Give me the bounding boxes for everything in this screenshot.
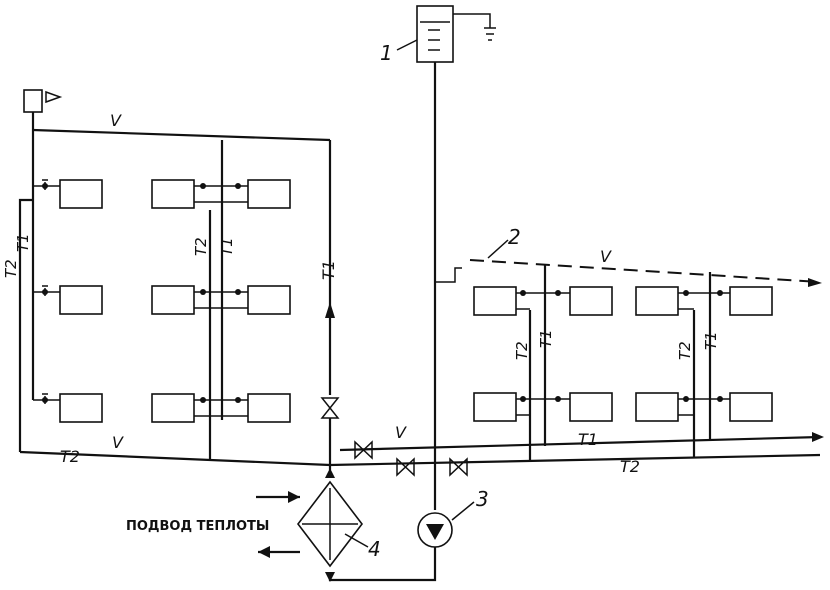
label-t1-col1: T1 xyxy=(14,233,32,252)
radiators-left-col-b xyxy=(151,179,222,423)
valve-return-1 xyxy=(396,457,415,477)
expansion-tank xyxy=(416,5,496,63)
supply-main-right xyxy=(339,435,821,452)
slope-mark-top-left: V xyxy=(110,111,122,130)
label-t1-right: T1 xyxy=(578,430,598,449)
return-main-left xyxy=(19,450,331,467)
radiators-left-col-a xyxy=(33,179,103,423)
valve-dots-right xyxy=(520,290,723,402)
label-t1-col2: T1 xyxy=(218,237,236,256)
supply-main-left xyxy=(32,128,331,142)
label-t2-right-1: T2 xyxy=(513,341,531,360)
label-t2-right: T2 xyxy=(620,457,640,476)
label-2: 2 xyxy=(508,225,521,249)
radiators-right xyxy=(473,286,773,422)
slope-mark-return-left: V xyxy=(112,433,124,452)
valve-return-2 xyxy=(449,457,468,477)
label-4: 4 xyxy=(368,537,381,561)
leader-1 xyxy=(396,39,418,51)
label-t1-right-2: T1 xyxy=(702,331,720,350)
valve-left-riser xyxy=(320,397,340,419)
pump-to-exchanger xyxy=(328,547,437,582)
label-3: 3 xyxy=(476,487,489,511)
valve-dots-left xyxy=(42,183,241,403)
label-t2-return-left: T2 xyxy=(60,447,80,466)
label-1: 1 xyxy=(380,41,393,65)
slope-mark-air: V xyxy=(600,247,612,266)
label-t1-right-1: T1 xyxy=(537,329,555,348)
air-vessel-left xyxy=(23,89,63,113)
label-t2-col2: T2 xyxy=(192,237,210,256)
label-t2-col1: T2 xyxy=(2,259,20,278)
air-line xyxy=(469,259,821,283)
flow-arrow-up xyxy=(325,302,335,318)
riser-t2-col1 xyxy=(18,198,33,452)
label-t1-riser: T1 xyxy=(319,260,338,280)
pump xyxy=(417,512,453,548)
label-t2-right-2: T2 xyxy=(676,341,694,360)
heat-supply-caption: ПОДВОД ТЕПЛОТЫ xyxy=(126,519,269,534)
radiators-left-col-c xyxy=(210,179,291,423)
heat-exchanger xyxy=(256,468,364,582)
return-main-right xyxy=(329,453,821,467)
valve-supply-right xyxy=(354,440,373,460)
slope-mark-right: V xyxy=(395,423,407,442)
